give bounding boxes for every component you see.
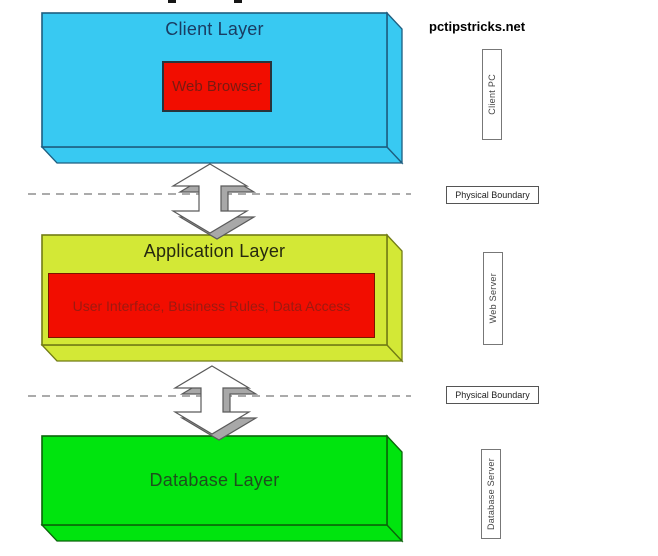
database-layer-side-face bbox=[386, 434, 403, 543]
client-pc-tab-label: Client PC bbox=[487, 74, 497, 115]
database-server-tab: Database Server bbox=[481, 449, 501, 539]
updown-arrow-2 bbox=[172, 365, 259, 441]
application-layer-side-face bbox=[386, 233, 403, 363]
database-layer-bottom-face bbox=[40, 524, 404, 542]
application-layer-bottom-face bbox=[40, 344, 404, 362]
client-layer-title: Client Layer bbox=[165, 19, 264, 39]
client-layer-box bbox=[40, 11, 404, 165]
updown-arrow-1 bbox=[170, 163, 257, 240]
database-server-tab-label: Database Server bbox=[486, 457, 496, 531]
application-components-box: User Interface, Business Rules, Data Acc… bbox=[48, 273, 375, 338]
client-layer-side-face bbox=[386, 11, 403, 165]
physical-boundary-text-1: Physical Boundary bbox=[455, 190, 530, 200]
database-layer-box bbox=[40, 434, 404, 543]
web-server-tab: Web Server bbox=[483, 252, 503, 345]
application-layer-title: Application Layer bbox=[143, 241, 286, 261]
client-pc-tab: Client PC bbox=[482, 49, 502, 140]
physical-boundary-label-2: Physical Boundary bbox=[446, 386, 539, 404]
cropped-text-fragment-right bbox=[234, 0, 242, 3]
watermark-text: pctipstricks.net bbox=[429, 19, 526, 34]
application-components-label: User Interface, Business Rules, Data Acc… bbox=[72, 297, 351, 314]
database-layer-front-face bbox=[41, 435, 388, 526]
physical-boundary-label-1: Physical Boundary bbox=[446, 186, 539, 204]
web-browser-box: Web Browser bbox=[162, 61, 272, 112]
client-layer-bottom-face bbox=[40, 146, 404, 164]
updown-arrow-2-face bbox=[172, 365, 252, 435]
client-layer-front-face bbox=[41, 12, 388, 148]
database-layer-title: Database Layer bbox=[149, 470, 280, 490]
cropped-text-fragment-left bbox=[168, 0, 176, 3]
physical-boundary-text-2: Physical Boundary bbox=[455, 390, 530, 400]
web-browser-label: Web Browser bbox=[172, 78, 262, 95]
updown-arrow-1-face bbox=[170, 163, 250, 234]
web-server-tab-label: Web Server bbox=[488, 273, 498, 324]
